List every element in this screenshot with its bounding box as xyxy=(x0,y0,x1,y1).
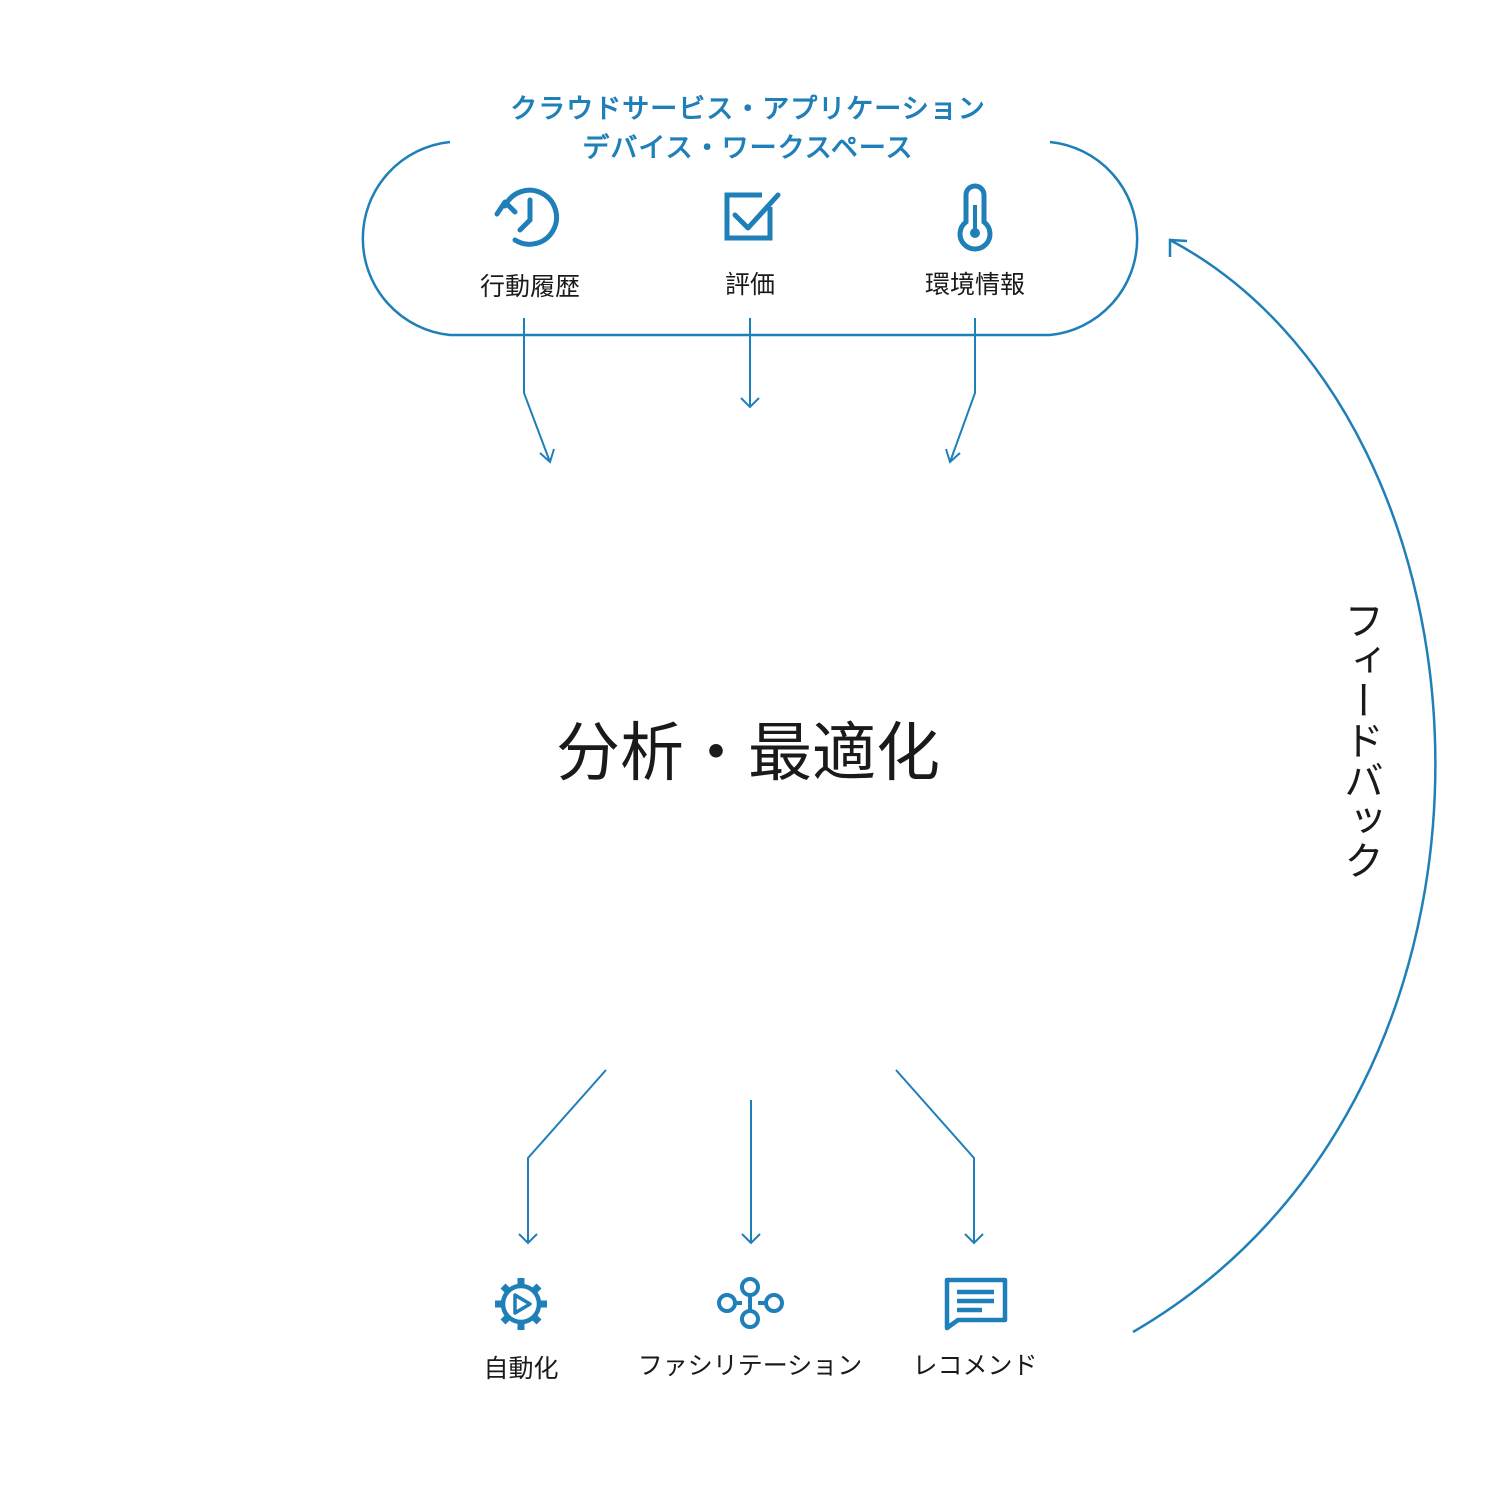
arrow-evaluation-to-center xyxy=(740,318,760,409)
center-label: 分析・最適化 xyxy=(556,717,940,791)
output-label-recommend: レコメンド xyxy=(912,1351,1037,1380)
checkbox-icon xyxy=(724,192,781,241)
feedback-arrow xyxy=(1132,238,1437,1334)
arrow-environment-to-center xyxy=(945,318,976,464)
history-icon xyxy=(494,187,560,247)
network-nodes-icon xyxy=(717,1277,784,1329)
thermometer-icon xyxy=(957,183,993,252)
source-label-history: 行動履歴 xyxy=(480,272,580,301)
arrow-history-to-center xyxy=(523,318,555,464)
source-title-line-1: クラウドサービス・アプリケーション xyxy=(510,94,985,125)
feedback-label: フィードバック xyxy=(1337,600,1383,880)
output-label-automation: 自動化 xyxy=(483,1354,558,1383)
output-label-facilitation: ファシリテーション xyxy=(638,1351,863,1380)
source-title-line-2: デバイス・ワークスペース xyxy=(582,132,913,164)
chat-message-icon xyxy=(944,1277,1008,1331)
source-label-evaluation: 評価 xyxy=(725,270,775,299)
gear-play-icon xyxy=(495,1278,547,1330)
arrow-center-to-recommend xyxy=(895,1069,984,1245)
arrow-center-to-automation xyxy=(518,1069,607,1245)
arrow-center-to-facilitation xyxy=(741,1100,761,1245)
source-label-environment: 環境情報 xyxy=(925,270,1025,299)
